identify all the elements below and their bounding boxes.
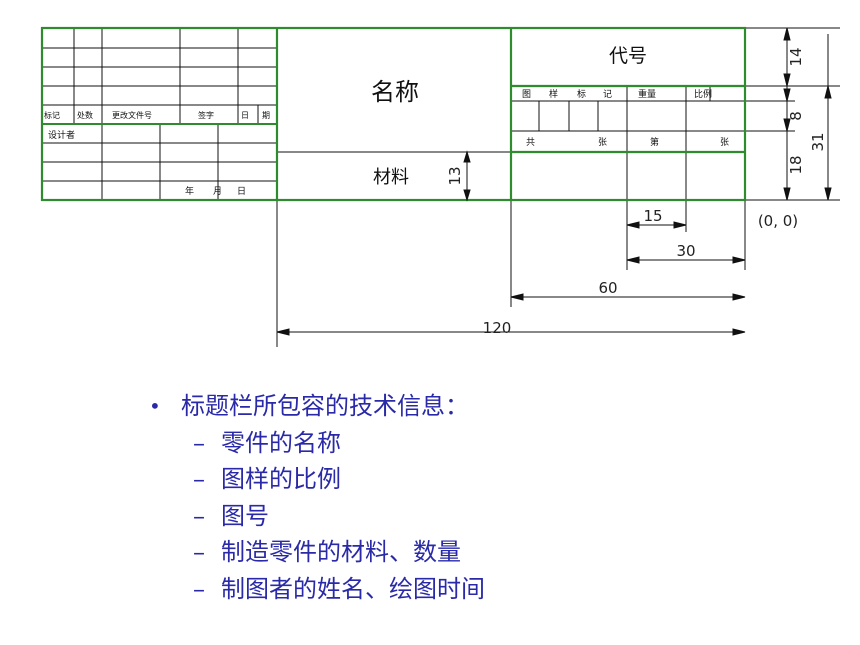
dim-18: 18: [787, 155, 805, 174]
dash-icon: –: [193, 428, 205, 457]
bullet-sub-item: –制造零件的材料、数量: [145, 534, 485, 571]
revision-col-4: 签字: [198, 110, 214, 120]
quantity-label: 重量: [638, 88, 656, 100]
sheet-no-1: 第: [650, 136, 659, 148]
sheet-no-2: 张: [720, 137, 729, 148]
sample-mark-1: 图: [522, 89, 531, 100]
revision-col-5: 日: [241, 111, 249, 120]
bullet-sub-item: –制图者的姓名、绘图时间: [145, 571, 485, 608]
dim-60: 60: [598, 279, 617, 297]
bullet-sub-text: 零件的名称: [221, 428, 341, 457]
dim-31: 31: [809, 132, 827, 151]
revision-col-6: 期: [262, 111, 270, 120]
bullet-sub-item: –零件的名称: [145, 425, 485, 462]
bullet-main: • 标题栏所包容的技术信息：: [145, 388, 485, 425]
title-block-drawing: 名称 代号 材料 标记 处数 更改文件号 签字 日 期 设计者 年 月 日 图 …: [40, 26, 840, 347]
scale-label: 比例: [694, 88, 712, 100]
origin-label: (0, 0): [758, 212, 798, 230]
dash-icon: –: [193, 465, 205, 493]
sheets-total-1: 共: [526, 137, 535, 148]
date-month: 月: [213, 186, 222, 197]
revision-col-3: 更改文件号: [112, 110, 152, 120]
sample-mark-3: 标: [577, 88, 586, 100]
sheets-total-2: 张: [598, 137, 607, 148]
name-label: 名称: [371, 78, 419, 106]
date-day: 日: [237, 186, 246, 197]
dim-30: 30: [676, 242, 695, 260]
date-year: 年: [185, 185, 194, 197]
dim-120: 120: [483, 319, 512, 337]
bullet-sub-text: 制图者的姓名、绘图时间: [221, 574, 485, 603]
sample-mark-4: 记: [603, 89, 612, 100]
bullet-sub-text: 图样的比例: [221, 465, 341, 493]
bullet-main-text: 标题栏所包容的技术信息：: [181, 392, 469, 420]
material-label: 材料: [373, 167, 409, 188]
dash-icon: –: [193, 501, 205, 530]
bullet-sub-text: 制造零件的材料、数量: [221, 538, 461, 566]
bullet-dot-icon: •: [149, 394, 161, 418]
sample-mark-2: 样: [549, 88, 558, 100]
info-bullet-list: •标题栏所包容的技术信息： –零件的名称 –图样的比例 –图号 –制造零件的材料…: [145, 388, 485, 607]
revision-col-2: 处数: [77, 110, 93, 120]
dim-13: 13: [446, 166, 464, 185]
dash-icon: –: [193, 538, 205, 566]
bullet-sub-item: –图样的比例: [145, 461, 485, 498]
designer-label: 设计者: [48, 129, 75, 141]
title-block-border: [40, 26, 747, 202]
dim-8: 8: [787, 111, 805, 121]
dash-icon: –: [193, 574, 205, 603]
code-grid: [276, 27, 840, 347]
revision-col-1: 标记: [44, 110, 60, 120]
bullet-sub-text: 图号: [221, 501, 269, 530]
dim-15: 15: [643, 207, 662, 225]
dimension-lines: [276, 27, 832, 336]
dim-14: 14: [787, 47, 805, 66]
bullet-sub-item: –图号: [145, 498, 485, 535]
code-label: 代号: [609, 45, 647, 67]
